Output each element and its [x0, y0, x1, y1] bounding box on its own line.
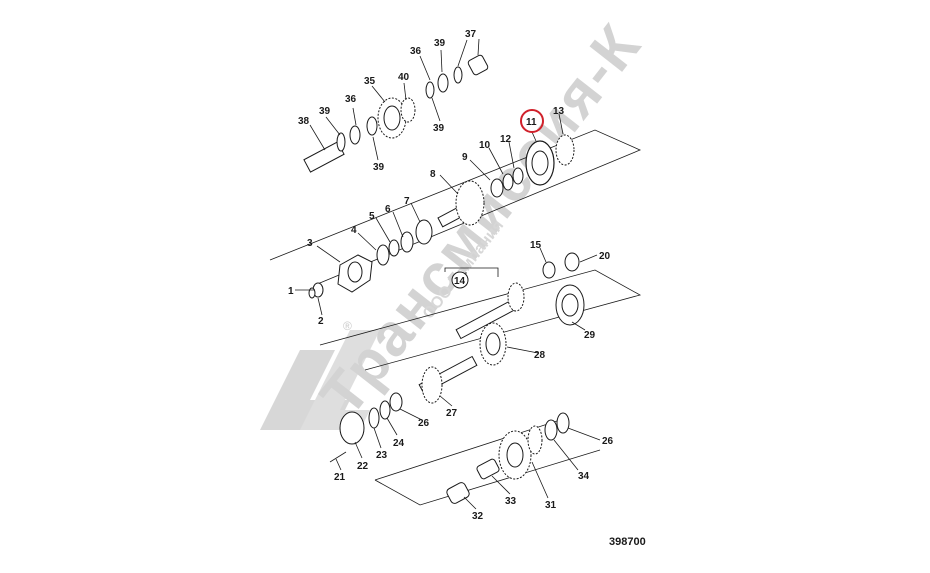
part-label: 8: [430, 169, 436, 180]
part-label: 3: [307, 238, 313, 249]
gear-14: [507, 282, 525, 312]
part-label: 9: [462, 152, 468, 163]
drawing-number: 398700: [609, 536, 646, 548]
part-label: 11: [526, 117, 537, 128]
bearing-7: [415, 219, 433, 245]
part-label: 26: [602, 436, 614, 447]
seal-4: [376, 244, 390, 266]
bearing-36: [349, 125, 361, 145]
gear-8: [455, 180, 485, 226]
part-label: 39: [434, 38, 446, 49]
gear-31b: [527, 425, 543, 455]
ring-12: [512, 167, 524, 185]
part-label: 7: [404, 196, 410, 207]
ring-24: [379, 400, 391, 420]
part-label: 21: [334, 472, 346, 483]
part-14-circle: [451, 271, 469, 289]
part-label: 39: [319, 106, 331, 117]
gear-31-hub: [506, 442, 524, 468]
part-label: 1: [288, 286, 294, 297]
registered-mark: ®: [343, 319, 352, 333]
synchro-11-hub: [531, 150, 549, 176]
part-label: 23: [376, 450, 388, 461]
part-label: 34: [578, 471, 590, 482]
bushing-33: [476, 458, 500, 480]
gear-27: [421, 366, 443, 404]
bearing-10: [502, 173, 514, 191]
synchro-29-hub: [561, 293, 579, 317]
part-label: 2: [318, 316, 324, 327]
washer-39c: [425, 81, 435, 99]
bearing-15: [542, 261, 556, 279]
washer-39d: [453, 66, 463, 84]
part-label: 31: [545, 500, 557, 511]
part-label: 39: [433, 123, 445, 134]
part-label: 39: [373, 162, 385, 173]
top-assembly: [303, 54, 489, 173]
bearing-36b: [437, 73, 449, 93]
part-label: 36: [410, 46, 422, 57]
ring-5: [388, 239, 400, 257]
flange-3-hub: [347, 261, 363, 283]
cover-22: [339, 411, 365, 445]
washer-9: [490, 178, 504, 198]
part-label: 29: [584, 330, 596, 341]
bearing-34: [544, 419, 558, 441]
washer-2: [308, 287, 316, 299]
part-label: 6: [385, 204, 391, 215]
part-labels: 1 2 3 4 5 6 7 8 9 10 11 12 13 14 15 20 2…: [288, 29, 614, 522]
gear-35-hub: [383, 105, 401, 131]
washer-39a: [336, 132, 346, 152]
leader-lines: [295, 38, 601, 510]
part-label: 38: [298, 116, 310, 127]
part-label: 37: [465, 29, 477, 40]
highlight-ring-11: [520, 109, 544, 133]
bearing-26b: [556, 412, 570, 434]
shim-23: [368, 407, 380, 429]
part-label: 10: [479, 140, 491, 151]
part-label: 36: [345, 94, 357, 105]
roller-32: [446, 482, 470, 504]
part-label: 13: [553, 106, 565, 117]
watermark-text: Трансмиссия-К: [307, 11, 653, 428]
ring-20: [564, 252, 580, 272]
part-label: 15: [530, 240, 542, 251]
gear-28-hub: [485, 332, 501, 356]
part-label: 27: [446, 408, 458, 419]
washer-39b: [366, 116, 378, 136]
part-label: 32: [472, 511, 484, 522]
part-label: 14: [454, 276, 466, 287]
main-shaft-assembly: [308, 134, 575, 299]
part-label: 33: [505, 496, 517, 507]
bearing-6: [400, 231, 414, 253]
part-label: 40: [398, 72, 410, 83]
part-label: 26: [418, 418, 430, 429]
middle-assembly: [455, 252, 585, 366]
bearing-26: [389, 392, 403, 412]
part-label: 35: [364, 76, 376, 87]
bushing-37: [467, 54, 489, 76]
assembly-frames: [269, 129, 642, 506]
bottom-assembly: [446, 412, 570, 504]
gear-40: [400, 97, 416, 123]
lower-shaft-assembly: [329, 355, 478, 463]
part-label: 20: [599, 251, 611, 262]
part-label: 12: [500, 134, 512, 145]
part-label: 5: [369, 211, 375, 222]
part-label: 28: [534, 350, 546, 361]
part-label: 24: [393, 438, 405, 449]
gear-13: [555, 134, 575, 166]
part-label: 22: [357, 461, 369, 472]
bolt-21: [329, 451, 347, 463]
part-label: 4: [351, 225, 357, 236]
